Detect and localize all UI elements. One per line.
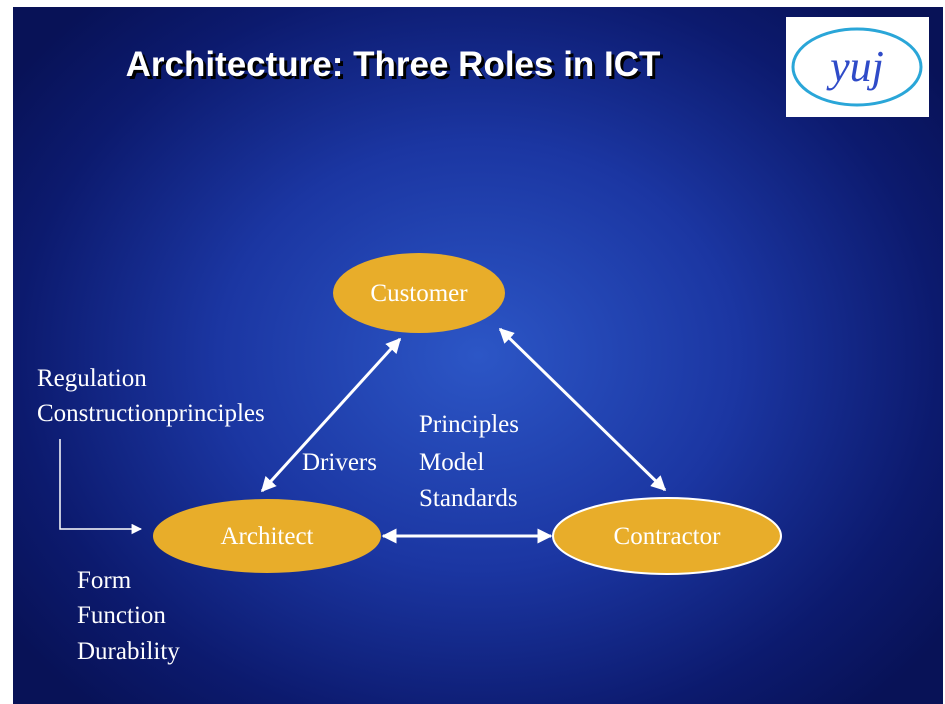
slide-title: Architecture: Three Roles in ICT [125, 45, 661, 84]
drivers-label: Drivers [302, 449, 377, 476]
form-label: Form [77, 567, 132, 594]
function-label: Function [77, 602, 166, 629]
customer-label: Customer [370, 280, 468, 307]
logo-text: yuj [826, 42, 884, 91]
logo: yuj [786, 17, 929, 117]
architect-customer-arrow [260, 337, 402, 493]
slide: Architecture: Three Roles in ICT yuj Cus… [13, 7, 943, 704]
standards-label: Standards [419, 485, 518, 512]
regulation-label: Regulation [37, 365, 147, 392]
architect-label: Architect [220, 523, 314, 550]
durability-label: Durability [77, 638, 180, 665]
customer-node [333, 253, 505, 333]
architect-node [153, 499, 381, 573]
principles-label: Principles [419, 411, 519, 438]
construction-principles-label: Constructionprinciples [37, 400, 265, 427]
customer-contractor-arrow [498, 327, 667, 492]
contractor-label: Contractor [613, 523, 721, 550]
model-label: Model [419, 449, 485, 476]
yuj-logo-icon: yuj [791, 27, 923, 107]
contractor-node [552, 497, 782, 575]
roles-diagram [59, 253, 782, 575]
regulation-connector [59, 439, 143, 535]
